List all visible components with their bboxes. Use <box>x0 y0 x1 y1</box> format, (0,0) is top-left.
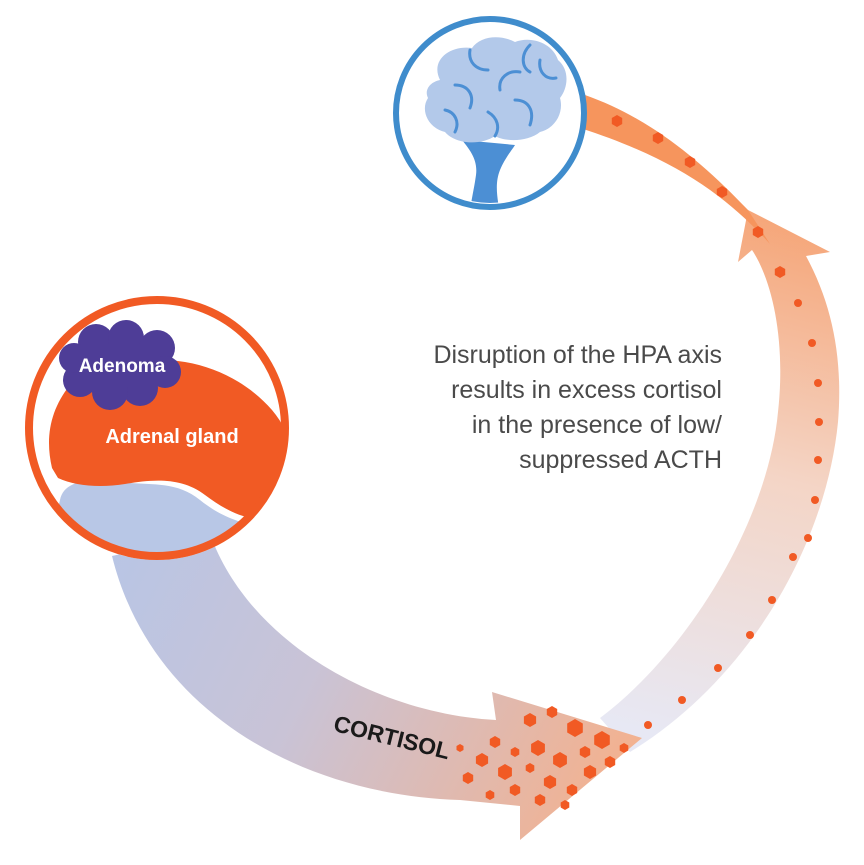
cortisol-particle <box>619 743 629 753</box>
hormone-dot <box>815 418 823 426</box>
cortisol-particle <box>534 794 546 806</box>
hpa-caption: Disruption of the HPA axis results in ex… <box>360 338 722 478</box>
hormone-dot <box>811 496 819 504</box>
cortisol-arrow <box>112 534 642 840</box>
adrenal-gland-label: Adrenal gland <box>105 426 238 448</box>
cortisol-particle <box>462 772 474 784</box>
cortisol-particle <box>523 713 537 727</box>
hormone-dots <box>611 115 823 729</box>
brain-icon <box>393 16 587 210</box>
cortisol-particle <box>525 763 535 773</box>
hormone-dot <box>804 534 812 542</box>
cortisol-particle <box>531 740 545 756</box>
cortisol-particle <box>489 736 501 748</box>
caption-line-2: results in excess cortisol <box>451 376 722 404</box>
hormone-dot <box>678 696 686 704</box>
hormone-dot <box>644 721 652 729</box>
cortisol-particle <box>604 756 616 768</box>
cortisol-particle <box>475 753 489 767</box>
hormone-dot <box>814 379 822 387</box>
hormone-dot <box>752 226 764 238</box>
feedback-arrow <box>580 95 840 752</box>
adenoma-cloud-icon <box>59 320 181 410</box>
caption-line-1: Disruption of the HPA axis <box>433 341 722 369</box>
cortisol-particle <box>509 784 521 796</box>
caption-line-3: in the presence of low/ <box>471 411 722 439</box>
cortisol-particle <box>594 731 610 749</box>
hormone-dot <box>684 156 696 168</box>
hormone-dot <box>794 299 802 307</box>
cortisol-particle <box>456 744 464 752</box>
cortisol-particle <box>543 775 557 789</box>
hormone-dot <box>611 115 623 127</box>
cortisol-particle <box>498 764 512 780</box>
cortisol-particle <box>546 706 558 718</box>
cortisol-particle <box>566 784 578 796</box>
hormone-dot <box>774 266 786 278</box>
cortisol-particles <box>456 706 629 810</box>
hormone-dot <box>746 631 754 639</box>
hormone-dot <box>652 132 664 144</box>
cortisol-particle <box>583 765 597 779</box>
caption-line-4: suppressed ACTH <box>519 446 722 474</box>
cortisol-particle <box>579 746 591 758</box>
cortisol-particle <box>485 790 495 800</box>
hormone-dot <box>768 596 776 604</box>
cortisol-particle <box>553 752 567 768</box>
hormone-dot <box>814 456 822 464</box>
cortisol-particle <box>510 747 520 757</box>
cortisol-particle <box>567 719 583 737</box>
cortisol-particle <box>560 800 570 810</box>
hormone-dot <box>714 664 722 672</box>
hormone-dot <box>716 186 728 198</box>
adenoma-label: Adenoma <box>79 356 166 377</box>
hormone-dot <box>789 553 797 561</box>
hormone-dot <box>808 339 816 347</box>
